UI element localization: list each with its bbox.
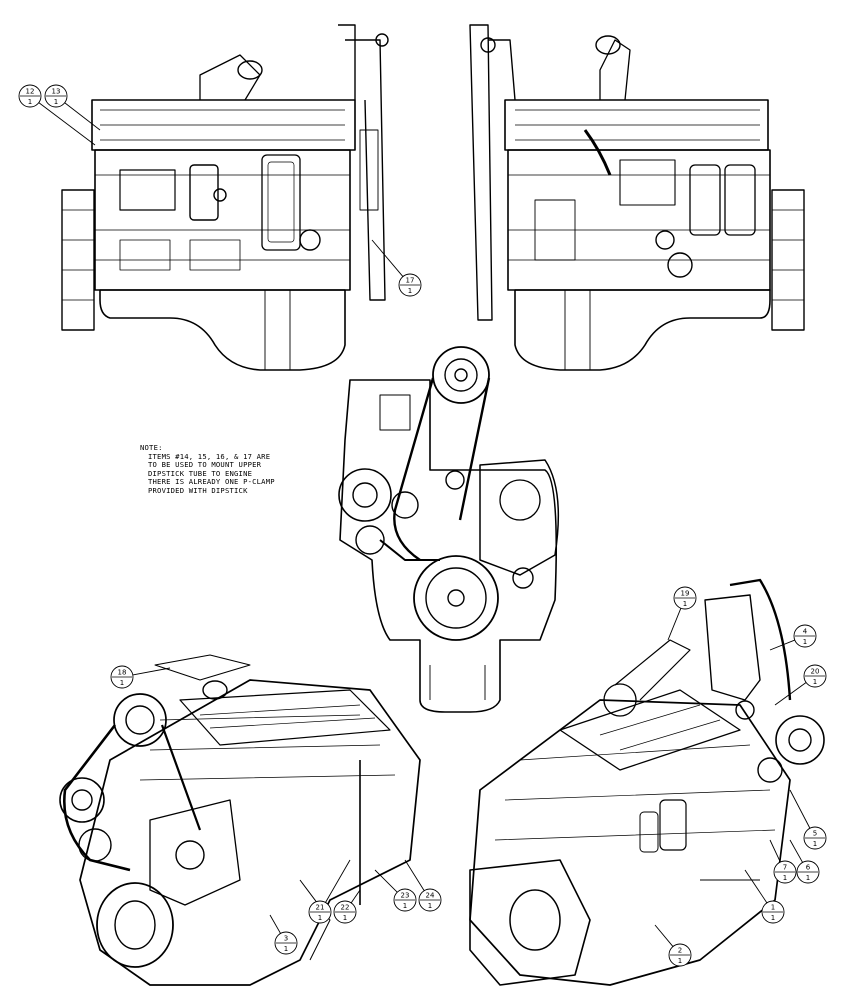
item-number: 20 bbox=[811, 668, 820, 676]
item-number: 23 bbox=[401, 892, 410, 900]
item-number: 7 bbox=[783, 864, 787, 872]
item-number: 2 bbox=[678, 947, 682, 955]
item-quantity: 1 bbox=[813, 678, 817, 686]
item-quantity: 1 bbox=[803, 638, 807, 646]
leader-line bbox=[744, 869, 768, 904]
leader-line bbox=[789, 789, 811, 829]
item-number: 6 bbox=[806, 864, 811, 872]
item-number: 24 bbox=[426, 892, 435, 900]
callout-balloon: 221 bbox=[333, 889, 361, 924]
leader-line bbox=[350, 889, 361, 904]
callout-balloon: 171 bbox=[371, 239, 422, 297]
item-quantity: 1 bbox=[343, 914, 347, 922]
assembly-note: NOTE: ITEMS #14, 15, 16, & 17 ARE TO BE … bbox=[140, 443, 340, 496]
callout-balloon: 21 bbox=[654, 924, 692, 967]
leader-line bbox=[789, 839, 803, 863]
leader-line bbox=[132, 667, 171, 676]
leader-line bbox=[38, 102, 96, 146]
note-line: THERE IS ALREADY ONE P-CLAMP bbox=[148, 477, 275, 487]
item-quantity: 1 bbox=[403, 902, 407, 910]
leader-line bbox=[374, 869, 398, 893]
leader-line bbox=[769, 839, 781, 863]
callout-balloon: 21 1 bbox=[308, 859, 351, 924]
callout-balloon: 24 1 bbox=[404, 859, 442, 912]
item-quantity: 1 bbox=[54, 98, 58, 106]
item-quantity: 1 bbox=[120, 679, 124, 687]
callout-balloon: 181 bbox=[110, 665, 171, 689]
leader-line bbox=[269, 914, 281, 934]
item-number: 13 bbox=[52, 88, 61, 96]
item-number: 5 bbox=[813, 830, 817, 838]
item-quantity: 1 bbox=[683, 600, 687, 608]
front-iso-view bbox=[59, 654, 421, 986]
callout-balloon: 31 bbox=[269, 914, 298, 955]
item-quantity: 1 bbox=[28, 98, 32, 106]
callout-balloon: 61 bbox=[789, 839, 820, 884]
callout-balloon: 41 bbox=[769, 624, 817, 651]
leader-line bbox=[769, 639, 795, 651]
item-quantity: 1 bbox=[806, 874, 810, 882]
rear-iso-view bbox=[469, 578, 825, 986]
note-line: DIPSTICK TUBE TO ENGINE bbox=[148, 468, 253, 478]
leader-line bbox=[774, 682, 807, 706]
item-number: 12 bbox=[26, 88, 35, 96]
leader-line bbox=[325, 859, 351, 903]
right-side-view bbox=[469, 24, 805, 371]
leader-line bbox=[371, 239, 404, 277]
item-quantity: 1 bbox=[284, 945, 288, 953]
item-number: 1 bbox=[771, 904, 775, 912]
leader-line bbox=[404, 859, 425, 891]
item-quantity: 1 bbox=[678, 957, 682, 965]
item-number: 19 bbox=[681, 590, 690, 598]
front-view bbox=[338, 346, 560, 713]
leader-line bbox=[654, 924, 674, 947]
item-number: 21 bbox=[316, 904, 325, 912]
item-number: 22 bbox=[341, 904, 350, 912]
left-side-view bbox=[61, 24, 389, 371]
callout-layer: 1211311711811914120151716111213121122123… bbox=[18, 84, 827, 967]
leader-line bbox=[64, 102, 101, 131]
note-heading: NOTE: bbox=[140, 443, 163, 452]
note-line: ITEMS #14, 15, 16, & 17 ARE bbox=[148, 451, 271, 461]
callout-balloon: 191 bbox=[667, 586, 697, 641]
item-quantity: 1 bbox=[783, 874, 787, 882]
note-line: TO BE USED TO MOUNT UPPER bbox=[148, 460, 262, 470]
note-line: PROVIDED WITH DIPSTICK bbox=[148, 485, 248, 495]
item-quantity: 1 bbox=[428, 902, 432, 910]
item-quantity: 1 bbox=[813, 840, 817, 848]
callout-balloon: 12 1 bbox=[18, 84, 96, 146]
item-number: 3 bbox=[284, 935, 288, 943]
item-quantity: 1 bbox=[771, 914, 775, 922]
item-number: 4 bbox=[803, 628, 808, 636]
item-number: 17 bbox=[406, 277, 415, 285]
leader-line bbox=[667, 608, 682, 641]
item-number: 18 bbox=[118, 669, 127, 677]
callout-balloon: 231 bbox=[374, 869, 417, 912]
item-quantity: 1 bbox=[318, 914, 322, 922]
callout-balloon: 201 bbox=[774, 664, 827, 706]
item-quantity: 1 bbox=[408, 287, 412, 295]
callout-balloon: 51 bbox=[789, 789, 827, 850]
callout-balloon: 71 bbox=[769, 839, 797, 884]
callout-balloon: 11 bbox=[744, 869, 785, 924]
callout-balloon: 131 bbox=[44, 84, 101, 131]
